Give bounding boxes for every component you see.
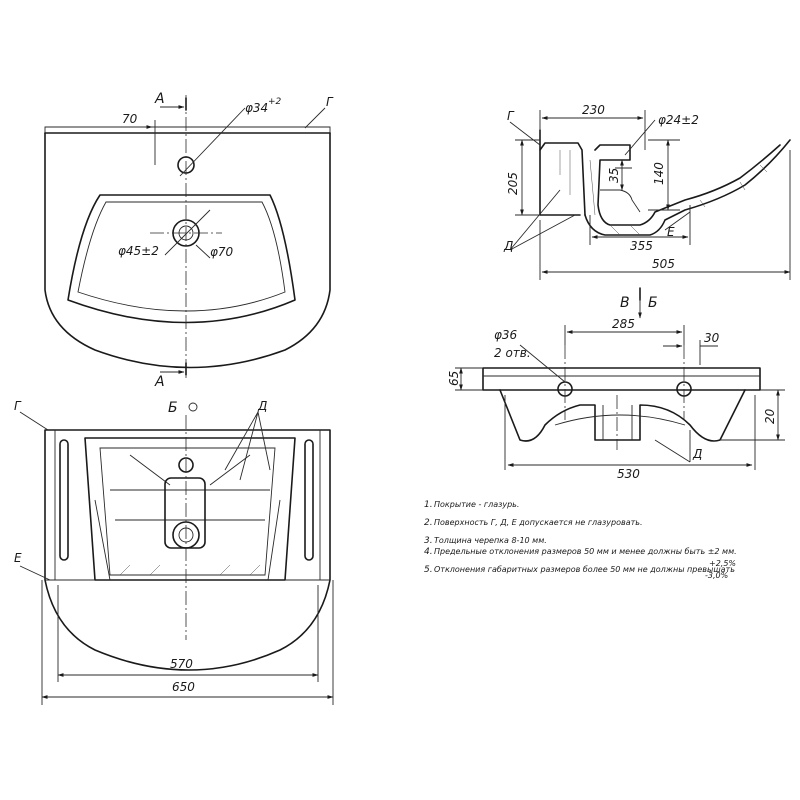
note-4-text: Предельные отклонения размеров 50 мм и м…: [434, 547, 737, 556]
note-5-num: 5.: [424, 565, 433, 575]
dim-20-label: 20: [763, 408, 777, 424]
label-g-bottom: Г: [14, 399, 22, 413]
label-d-front: Д: [692, 447, 702, 461]
label-d-bottom: Д: [257, 399, 267, 413]
dim-355-label: 355: [630, 239, 653, 253]
note-5-tolerance-minus: -3,0%: [705, 571, 728, 580]
dim-570-label: 570: [170, 657, 193, 671]
dim-phi34-label: φ34: [245, 101, 268, 115]
dim-phi45-label: φ45±2: [118, 244, 159, 258]
label-g-side: Г: [507, 109, 515, 123]
view-front: [455, 325, 785, 470]
dim-285-label: 285: [612, 317, 635, 331]
note-1-text: Покрытие - глазурь.: [434, 500, 519, 509]
dim-30-label: 30: [704, 331, 720, 345]
label-g-top: Г: [326, 95, 334, 109]
dim-phi34-tolerance: +2: [268, 97, 282, 107]
dim-530-label: 530: [617, 467, 640, 481]
label-d-side: Д: [503, 239, 513, 253]
top-view: [44, 95, 331, 380]
note-1-num: 1.: [424, 500, 433, 510]
dim-650-label: 650: [172, 680, 195, 694]
side-section: [509, 110, 791, 319]
bottom-view: [19, 402, 334, 705]
notes-block: 1. Покрытие - глазурь. 2. Поверхность Г,…: [424, 500, 737, 580]
dim-230-label: 230: [582, 103, 605, 117]
section-a-top-label: А: [154, 91, 165, 107]
label-e-side: Е: [667, 225, 675, 239]
dim-65-label: 65: [447, 371, 461, 386]
dim-2-holes-label: 2 отв.: [494, 346, 531, 360]
dim-205-label: 205: [506, 172, 520, 195]
section-a-bottom-label: А: [154, 374, 165, 390]
note-3-num: 3.: [424, 536, 433, 546]
note-5-tolerance-plus: +2,5%: [709, 559, 736, 568]
dim-phi24-label: φ24±2: [658, 113, 699, 127]
dim-phi36-label: φ36: [494, 328, 518, 342]
view-b-marker: Б: [648, 295, 658, 311]
view-v-marker: В: [620, 295, 630, 311]
dim-phi70-label: φ70: [210, 245, 234, 259]
dim-140-label: 140: [652, 162, 666, 185]
dim-70-label: 70: [122, 112, 138, 126]
note-5-text: Отклонения габаритных размеров более 50 …: [434, 565, 735, 574]
dim-35-label: 35: [607, 168, 621, 183]
note-3-text: Толщина черепка 8-10 мм.: [434, 536, 547, 545]
dim-505-label: 505: [652, 257, 675, 271]
label-e-bottom: Е: [14, 551, 22, 565]
view-b-bottom-marker: Б: [168, 400, 178, 416]
note-4-num: 4.: [424, 547, 433, 557]
note-2-text: Поверхность Г, Д, Е допускается не глазу…: [434, 518, 643, 527]
note-2-num: 2.: [424, 518, 433, 528]
